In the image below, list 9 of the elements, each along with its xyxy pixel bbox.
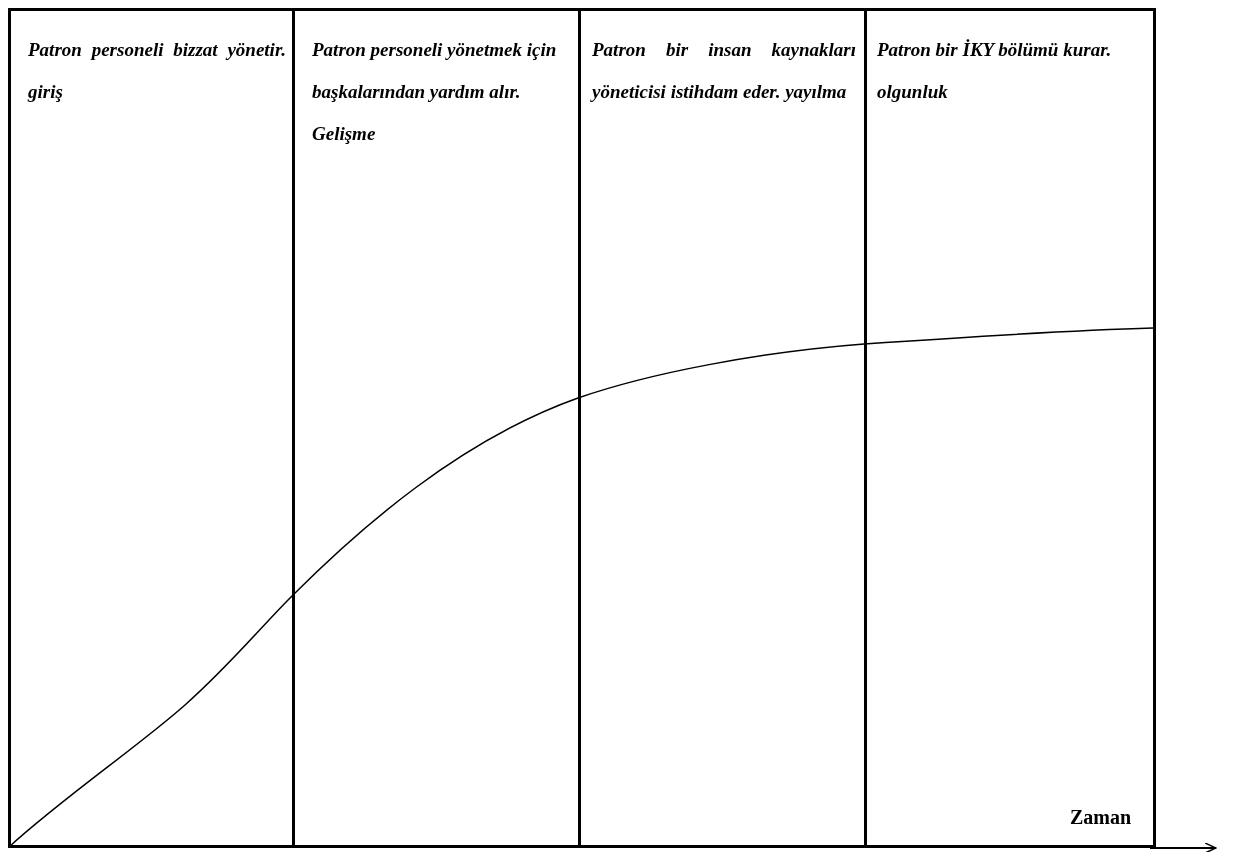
stage-column (8, 8, 295, 848)
stage-column (578, 8, 867, 848)
stage-description: Patron bir İKY bölümü kurar. olgunluk (877, 38, 1113, 104)
stage-column (292, 8, 581, 848)
stage-description: Patron personeli bizzat yönetir. giriş (28, 38, 286, 104)
stage-description: Patron personeli yönetmek için başkalarından yardım alır. Gelişme (312, 38, 558, 146)
stage-column (864, 8, 1156, 848)
stage-description: Patron bir insan kaynakları yöneticisi istihdam eder. yayılma (592, 38, 856, 104)
axis-label: Zaman (1070, 806, 1132, 829)
